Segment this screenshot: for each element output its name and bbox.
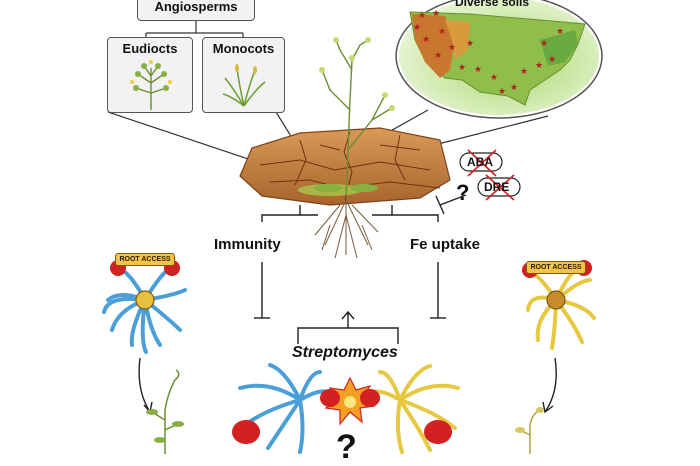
root-access-badge-right: ROOT ACCESS [526,261,586,274]
pathway-question-mark: ? [456,180,470,205]
svg-text:★: ★ [418,10,426,20]
dre-badge [477,174,521,201]
blue-strain-belt [135,290,155,310]
fe-uptake-label: Fe uptake [410,236,481,253]
root-access-badge-left: ROOT ACCESS [115,253,175,266]
diagram-canvas: ★★ ★★ ★★ ★★ ★★ ★★ ★★ ★★ ★★ [102,0,603,454]
svg-text:★: ★ [548,54,556,64]
svg-text:★: ★ [556,26,564,36]
immunity-label: Immunity [214,236,281,253]
svg-text:★: ★ [422,34,430,44]
svg-text:★: ★ [490,72,498,82]
svg-text:★: ★ [448,42,456,52]
map-site-stars: ★★ ★★ ★★ ★★ ★★ ★★ ★★ ★★ ★★ [413,8,564,96]
svg-text:★: ★ [434,50,442,60]
cracked-soil [239,127,451,206]
diagram: ★★ ★★ ★★ ★★ ★★ ★★ ★★ ★★ ★★ [102,0,603,464]
svg-text:★: ★ [438,26,446,36]
center-boxing-gloves [232,389,452,444]
blue-streptomyces-left [102,266,187,354]
svg-text:★: ★ [466,38,474,48]
svg-text:★: ★ [498,86,506,96]
eudicots-box: Eudiocts [107,37,193,113]
svg-text:★: ★ [432,8,440,18]
monocots-box: Monocots [202,37,285,113]
main-plant-leaves [314,184,378,192]
diverse-soils-map [395,0,603,119]
aba-badge [459,149,503,177]
pathway-lines [138,194,557,414]
svg-text:★: ★ [474,64,482,74]
eudicots-label: Eudiocts [122,41,178,56]
eudicot-plant-icon [130,60,172,110]
svg-text:★: ★ [458,62,466,72]
angiosperms-label: Angiosperms [154,0,238,14]
svg-text:★: ★ [520,66,528,76]
main-plant-flowers [319,37,395,111]
svg-text:★: ★ [540,38,548,48]
bottom-right-plant-leaves [515,407,544,433]
map-title: Diverse soils [455,0,530,9]
streptomyces-label: Streptomyces [292,344,398,361]
outcome-question-mark: ? [336,428,357,466]
plant-roots [314,195,379,259]
angiosperms-box: Angiosperms [137,0,255,21]
dre-label: DRE [484,180,510,194]
aba-label: ABA [467,155,493,169]
monocots-label: Monocots [212,41,275,56]
monocot-grass-icon [222,64,266,107]
yellow-strain-belt [546,290,566,310]
svg-text:★: ★ [413,22,421,32]
bottom-left-plant-leaves [146,409,184,443]
main-plant [321,39,393,196]
svg-text:★: ★ [535,60,543,70]
svg-text:★: ★ [510,82,518,92]
